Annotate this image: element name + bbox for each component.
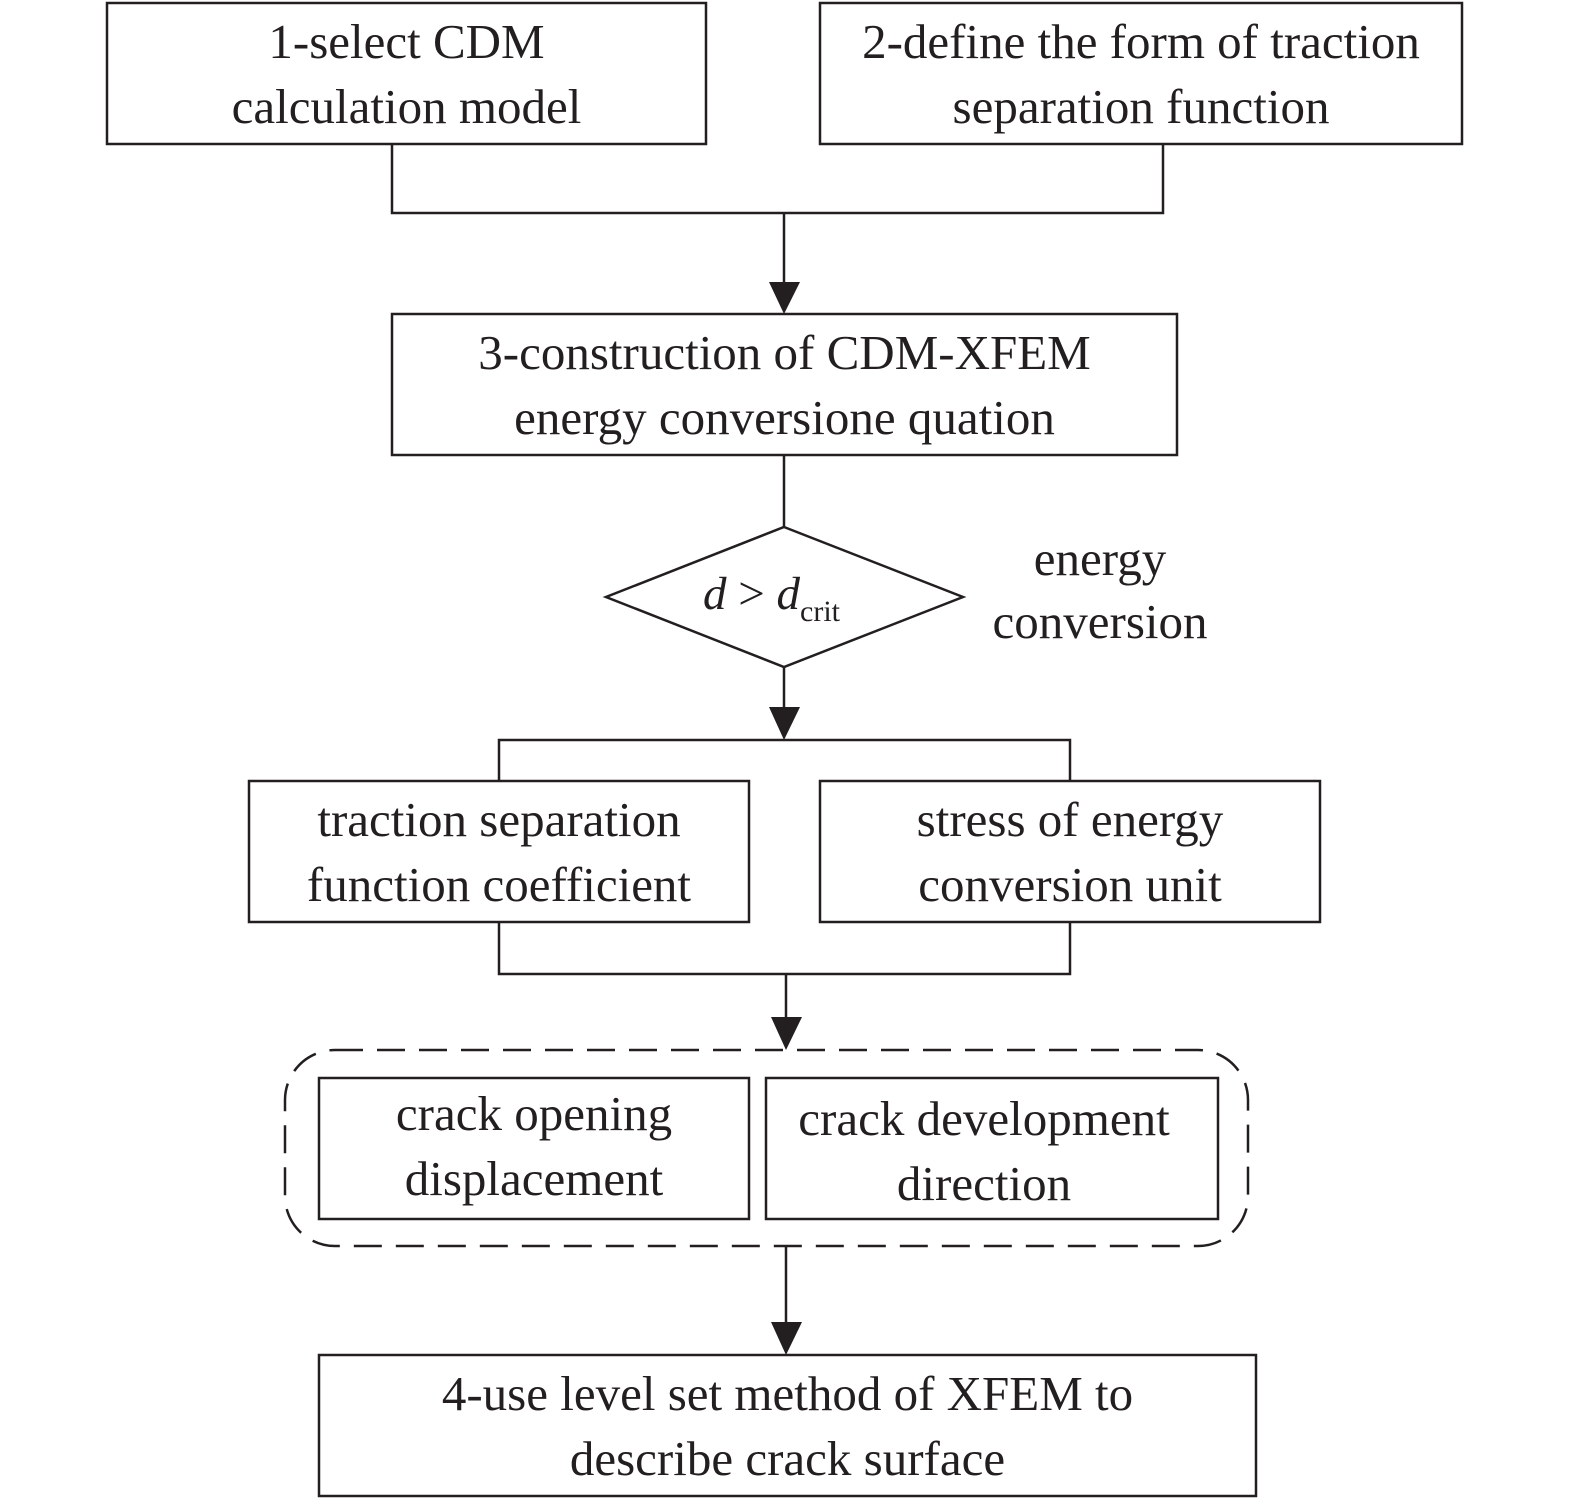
crack-direction-line1: crack development: [798, 1090, 1170, 1146]
step2-line2: separation function: [952, 78, 1330, 134]
decision-var2: d: [776, 568, 801, 620]
stress-unit-line1: stress of energy: [916, 791, 1224, 847]
step4-line1: 4-use level set method of XFEM to: [441, 1365, 1134, 1421]
step1-label: 1-select CDM calculation model: [107, 3, 706, 144]
stress-unit-line2: conversion unit: [918, 856, 1222, 912]
step4-label: 4-use level set method of XFEM to descri…: [319, 1355, 1256, 1496]
stress-unit-label: stress of energy conversion unit: [820, 781, 1320, 922]
decision-operator: >: [726, 568, 777, 620]
step2-box: [818, 1, 1464, 146]
step2-label: 2-define the form of traction separation…: [820, 3, 1462, 144]
decision-side-label: energy conversion: [970, 527, 1230, 653]
step3-label: 3-construction of CDM-XFEM energy conver…: [392, 314, 1177, 455]
decision-var: d: [703, 568, 727, 620]
traction-coeff-line2: function coefficient: [306, 856, 692, 912]
crack-opening-box: [317, 1076, 751, 1221]
step1-line2: calculation model: [231, 78, 582, 134]
side-label-line2: conversion: [992, 594, 1208, 649]
arrowhead-step4: [771, 1322, 802, 1355]
split-connector: [497, 738, 1072, 781]
arrowhead-split: [769, 707, 800, 740]
arrowhead-step3: [769, 282, 800, 314]
decision-condition: d > dcrit: [703, 567, 840, 629]
arrowhead-crack-group: [771, 1017, 802, 1050]
step1-line1: 1-select CDM: [268, 13, 545, 69]
step1-box: [105, 1, 708, 146]
crack-opening-line1: crack opening: [395, 1085, 673, 1141]
crack-opening-line2: displacement: [404, 1150, 664, 1206]
crack-opening-label: crack opening displacement: [319, 1075, 749, 1216]
crack-direction-line2: direction: [896, 1155, 1072, 1211]
side-label-line1: energy: [1033, 531, 1167, 586]
crack-direction-box: [764, 1076, 1220, 1221]
step4-box: [317, 1353, 1258, 1498]
step3-line2: energy conversione quation: [514, 389, 1055, 445]
crack-direction-label: crack development direction: [766, 1080, 1202, 1221]
merge-connector-middle: [497, 922, 1072, 976]
step4-line2: describe crack surface: [569, 1430, 1006, 1486]
traction-coeff-label: traction separation function coefficient: [249, 781, 749, 922]
step2-line1: 2-define the form of traction: [862, 13, 1420, 69]
traction-coeff-line1: traction separation: [317, 791, 681, 847]
dashed-group: [283, 1048, 1250, 1248]
step3-line1: 3-construction of CDM-XFEM: [478, 324, 1091, 380]
decision-subscript: crit: [800, 595, 840, 628]
merge-connector-top: [390, 144, 1165, 215]
